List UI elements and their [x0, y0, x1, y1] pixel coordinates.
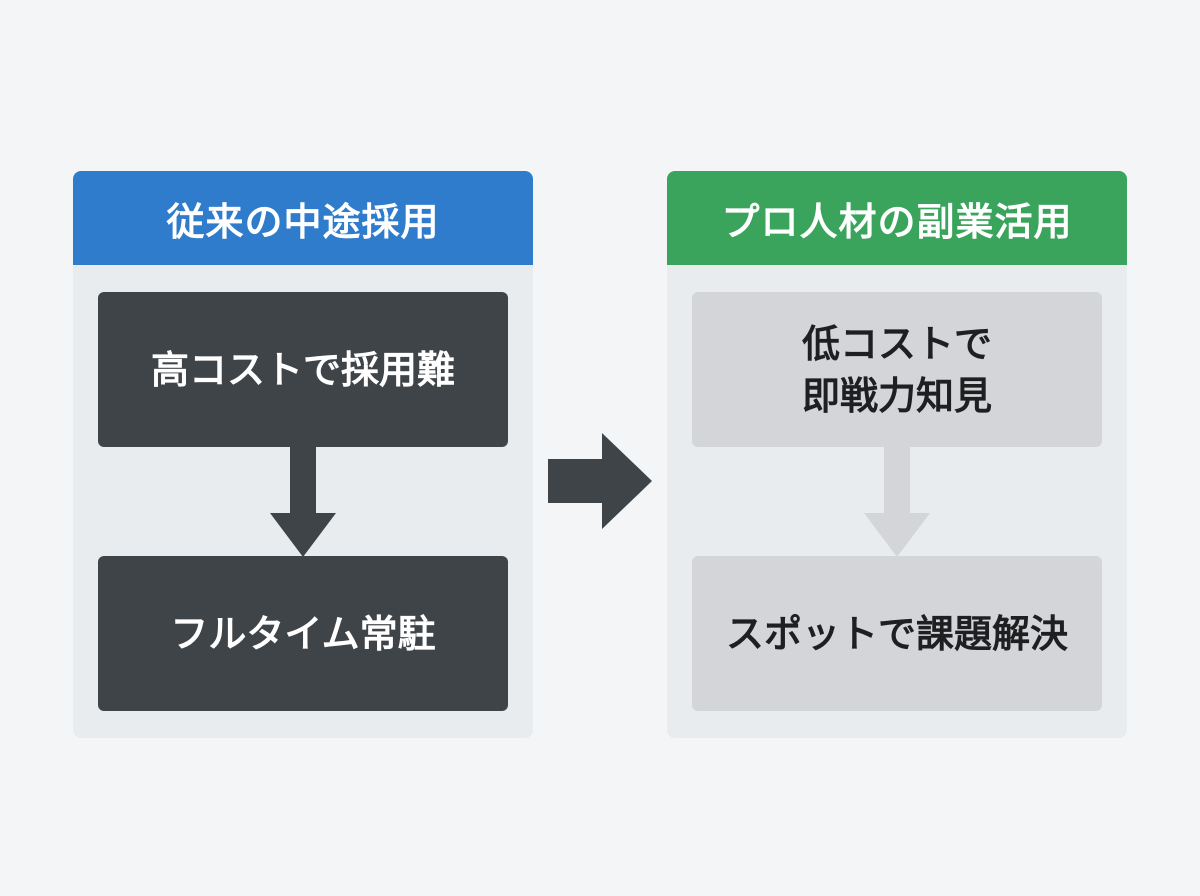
right-arrow-icon — [548, 433, 652, 529]
right-bottom-box: スポットで課題解決 — [692, 556, 1102, 711]
left-panel: 従来の中途採用 高コストで採用難 フルタイム常駐 — [73, 171, 533, 738]
left-top-box: 高コストで採用難 — [98, 292, 508, 447]
right-panel: プロ人材の副業活用 低コストで 即戦力知見 スポットで課題解決 — [667, 171, 1127, 738]
left-bottom-box: フルタイム常駐 — [98, 556, 508, 711]
right-top-box-line-1: 低コストで — [801, 321, 992, 366]
right-top-box-line-2: 即戦力知見 — [801, 373, 992, 418]
left-bottom-box-text: フルタイム常駐 — [170, 611, 436, 656]
left-panel-title: 従来の中途採用 — [73, 171, 533, 265]
left-top-box-text: 高コストで採用難 — [150, 347, 455, 392]
left-down-arrow-icon — [270, 447, 336, 557]
right-bottom-box-text: スポットで課題解決 — [725, 611, 1068, 656]
right-top-box: 低コストで 即戦力知見 — [692, 292, 1102, 447]
right-down-arrow-icon — [864, 447, 930, 557]
right-panel-title: プロ人材の副業活用 — [667, 171, 1127, 265]
